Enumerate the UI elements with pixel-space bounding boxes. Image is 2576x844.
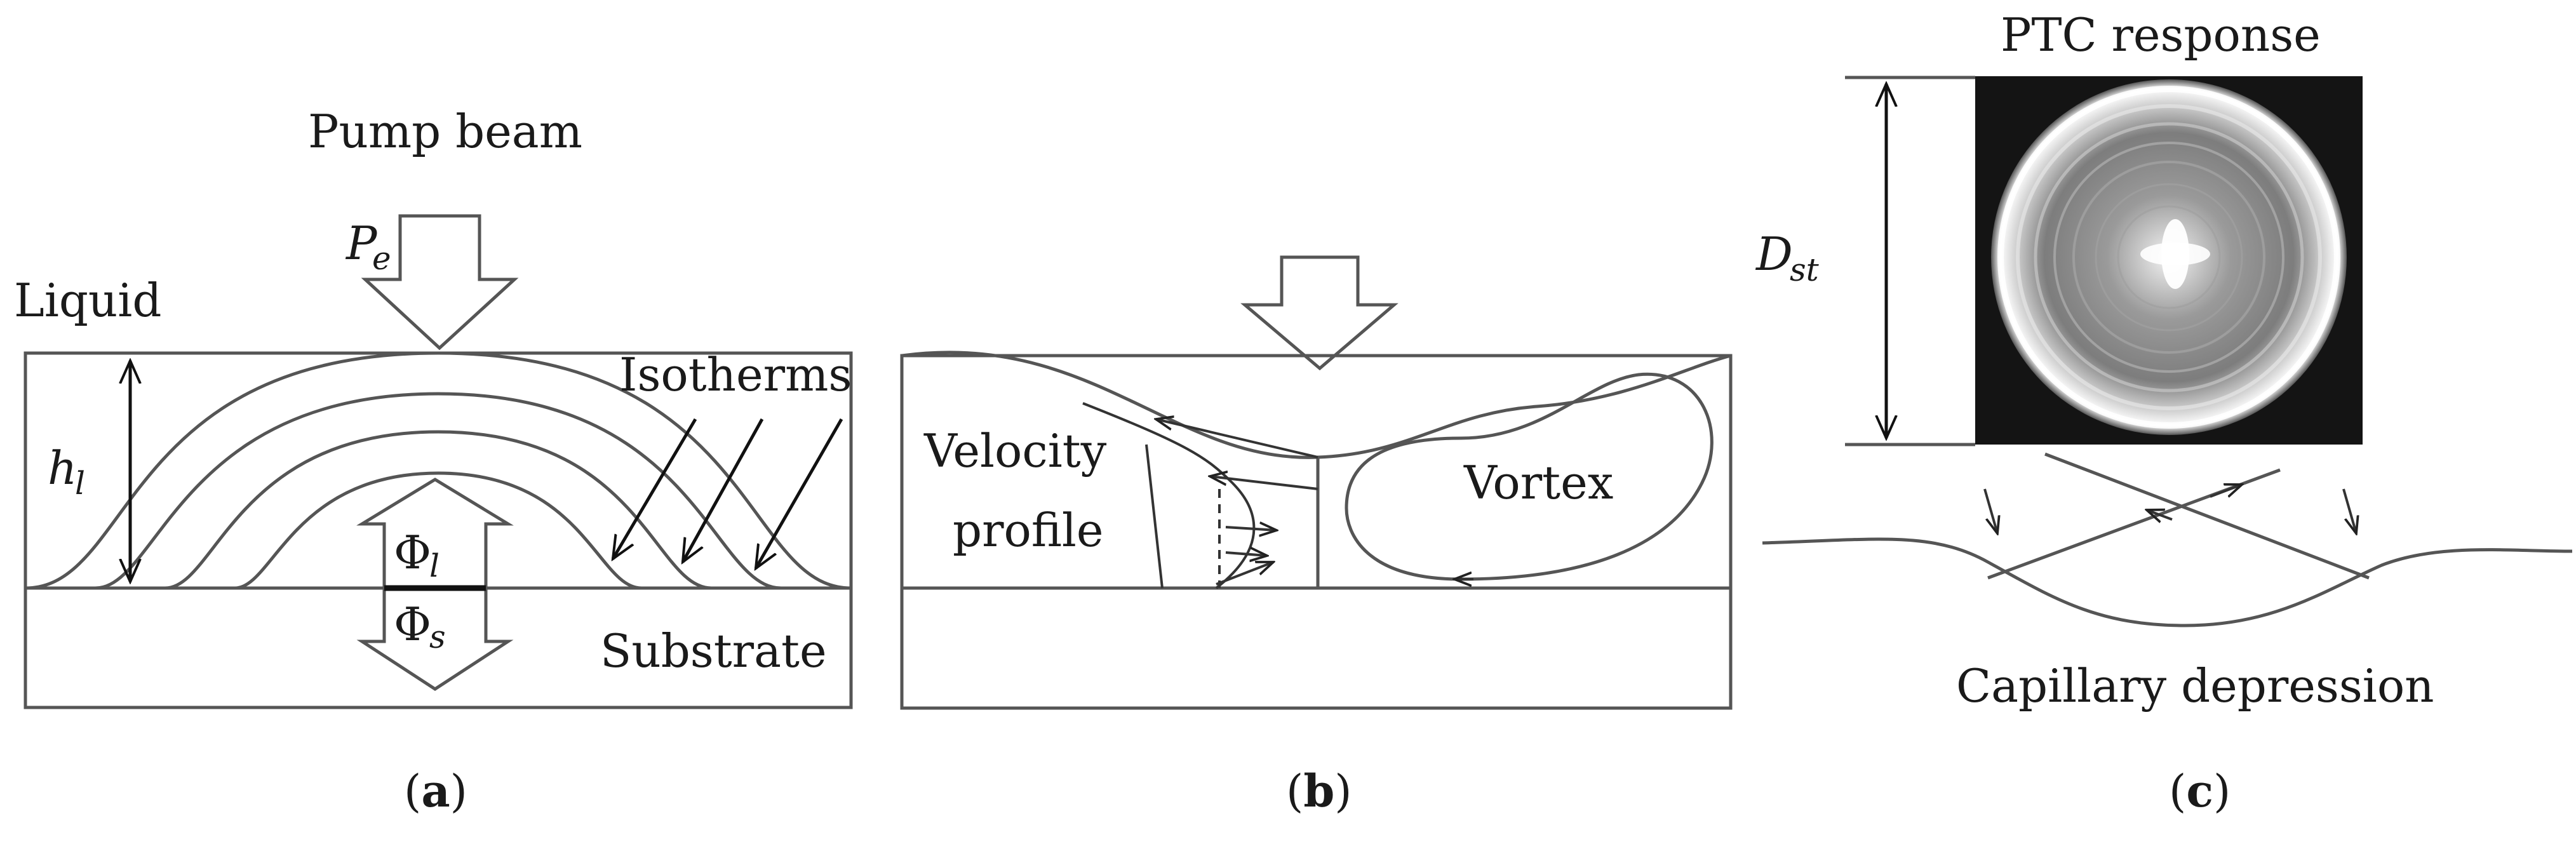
ray-arrow-2 xyxy=(2210,485,2242,498)
ray-2 xyxy=(2044,452,2370,580)
dst-subscript: st xyxy=(1790,251,1820,288)
velocity-vector-4 xyxy=(1225,553,1267,556)
substrate-label: Substrate xyxy=(600,624,827,678)
pump-arrow-a xyxy=(361,214,519,351)
phi-s-subscript: s xyxy=(429,619,446,655)
ptc-response-label: PTC response xyxy=(2001,8,2321,62)
liquid-label: Liquid xyxy=(14,274,161,327)
velocity-vector-3 xyxy=(1225,527,1277,530)
vortex-label: Vortex xyxy=(1463,456,1613,509)
velocity-vector-2 xyxy=(1210,476,1318,490)
velocity-vector-5 xyxy=(1216,562,1273,586)
isotherm-pointer-1 xyxy=(613,418,697,559)
capillary-depression-label: Capillary depression xyxy=(1956,659,2434,713)
panel-a: Pump beam P e Liquid h l Isotherms Φ l Φ… xyxy=(14,105,853,817)
isotherm-3 xyxy=(234,471,642,590)
phi-l-subscript: l xyxy=(429,547,439,584)
velocity-profile-curve xyxy=(1082,402,1256,589)
caption-c: (c) xyxy=(2169,765,2231,817)
velocity-label-line1: Velocity xyxy=(923,424,1107,478)
ray-arrow-1 xyxy=(2147,510,2173,519)
capillary-surface xyxy=(1762,537,2573,627)
isotherm-1 xyxy=(95,392,782,590)
phi-s-symbol: Φ xyxy=(394,598,431,651)
panel-b: Velocity profile Vortex (b) xyxy=(900,255,1733,817)
heat-flux-arrow xyxy=(356,478,514,691)
liquid-surface-a xyxy=(25,351,852,590)
hl-symbol: h xyxy=(48,441,77,495)
profile-guide xyxy=(1145,444,1164,589)
phi-l-symbol: Φ xyxy=(394,526,431,579)
dst-symbol: D xyxy=(1755,227,1793,281)
panel-c: PTC response D st Ca xyxy=(1755,8,2573,817)
caption-a: (a) xyxy=(404,765,467,817)
vortex-loop xyxy=(1345,372,1714,581)
isotherm-pointer-3 xyxy=(756,418,843,568)
liquid-container-b xyxy=(900,354,1733,710)
hl-subscript: l xyxy=(75,465,85,502)
ptc-response-image xyxy=(1975,76,2363,445)
pump-beam-label: Pump beam xyxy=(308,105,582,158)
caption-b: (b) xyxy=(1286,765,1352,817)
pe-symbol: P xyxy=(345,217,378,270)
pump-arrow-b xyxy=(1240,255,1399,371)
isotherm-2 xyxy=(164,430,712,590)
isotherm-pointer-2 xyxy=(683,418,764,562)
ray-tick-right xyxy=(2342,488,2356,533)
velocity-label-line2: profile xyxy=(953,504,1104,557)
isotherms-label: Isotherms xyxy=(619,348,852,401)
pe-subscript: e xyxy=(372,240,391,277)
ray-tick-left xyxy=(1983,488,1997,533)
velocity-vector-1 xyxy=(1156,419,1318,459)
liquid-surface-b xyxy=(901,351,1731,459)
